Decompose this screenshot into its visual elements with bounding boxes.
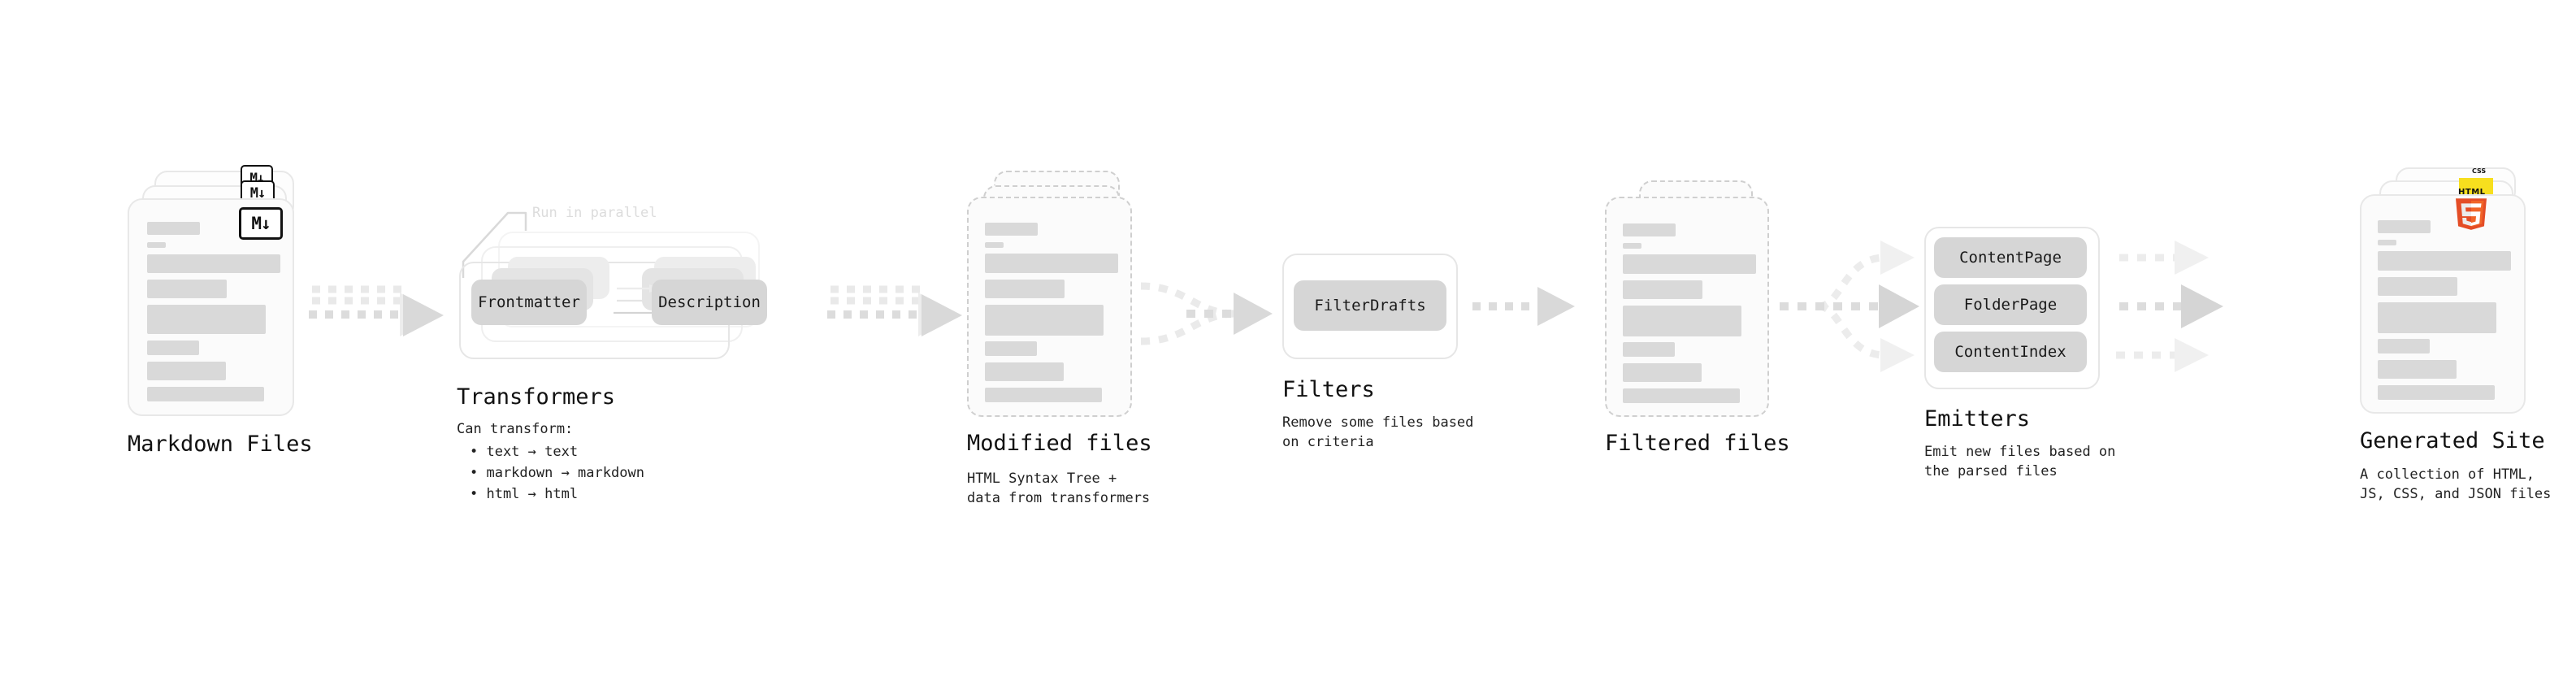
emitter-chip-contentindex[interactable]: ContentIndex: [1934, 332, 2087, 372]
transformers-bullet-1: • markdown → markdown: [470, 465, 644, 481]
markdown-icon: M↓: [239, 207, 283, 240]
transformers-bullet-2: • html → html: [470, 486, 579, 502]
placeholder-subtitle: [1623, 243, 1641, 249]
placeholder-row: [1623, 342, 1675, 357]
markdown-icon-letter-back-1: M: [249, 185, 258, 202]
connector-emitters-to-site: [2116, 221, 2279, 375]
placeholder-title: [985, 223, 1038, 236]
emitter-chip-contentpage-label: ContentPage: [1959, 249, 2062, 267]
connector-md-to-transformers: [307, 276, 462, 341]
markdown-icon-arrow-back-1: ↓: [258, 185, 266, 202]
placeholder-row: [1623, 254, 1756, 274]
run-in-parallel-label: Run in parallel: [532, 205, 657, 221]
placeholder-row: [147, 362, 226, 380]
modified-files-description: HTML Syntax Tree + data from transformer…: [967, 471, 1151, 506]
emitter-chip-folderpage[interactable]: FolderPage: [1934, 284, 2087, 325]
placeholder-subtitle: [985, 242, 1004, 248]
emitter-chip-contentindex-label: ContentIndex: [1954, 343, 2066, 361]
markdown-icon-letter-back-2: M: [249, 169, 258, 185]
filters-description: Remove some files based on criteria: [1282, 414, 1474, 450]
placeholder-row: [2378, 277, 2457, 296]
placeholder-row: [985, 341, 1037, 356]
placeholder-row: [2378, 360, 2457, 379]
transformer-chip-frontmatter[interactable]: Frontmatter: [471, 280, 587, 325]
emitter-chip-contentpage[interactable]: ContentPage: [1934, 237, 2087, 278]
connector-filters-to-filtered: [1471, 282, 1601, 331]
emitters-title: Emitters: [1924, 406, 2031, 432]
generated-site-title: Generated Site: [2360, 428, 2545, 453]
transformers-bullet-0: • text → text: [470, 444, 579, 460]
placeholder-row: [985, 305, 1104, 336]
placeholder-title: [1623, 223, 1676, 236]
placeholder-title: [147, 222, 200, 235]
placeholder-row: [147, 254, 280, 273]
placeholder-row: [1623, 280, 1702, 299]
transformer-chip-description[interactable]: Description: [652, 280, 767, 325]
connector-filtered-to-emitters: [1780, 221, 1942, 375]
placeholder-row: [2378, 251, 2511, 271]
placeholder-row: [985, 254, 1118, 273]
placeholder-row: [985, 362, 1064, 381]
transformers-description: Can transform:: [457, 421, 574, 437]
emitters-group: [1924, 227, 2100, 389]
connector-transformers-to-modified: [826, 276, 980, 341]
placeholder-title: [2378, 220, 2431, 233]
transformer-chip-description-label: Description: [658, 293, 761, 311]
placeholder-row: [1623, 388, 1740, 403]
filters-title: Filters: [1282, 377, 1375, 402]
filters-group: [1282, 254, 1458, 359]
placeholder-row: [1623, 363, 1702, 382]
placeholder-row: [147, 280, 227, 298]
markdown-icon-letter: M: [251, 214, 262, 233]
site-file-card-front: [2360, 194, 2526, 414]
placeholder-row: [147, 305, 266, 334]
filtered-files-title: Filtered files: [1605, 431, 1790, 456]
markdown-icon-arrow-back-2: ↓: [257, 169, 265, 185]
placeholder-row: [2378, 302, 2496, 333]
emitter-chip-folderpage-label: FolderPage: [1963, 296, 2058, 314]
markdown-icon-arrow: ↓: [261, 214, 271, 233]
filtered-file-card-front: [1605, 197, 1769, 417]
css-icon-label: CSS: [2472, 167, 2487, 175]
modified-file-card-front: [967, 197, 1132, 417]
filter-chip-filterdrafts-label: FilterDrafts: [1314, 297, 1426, 314]
html5-icon: [2456, 198, 2487, 236]
generated-site-description: A collection of HTML, JS, CSS, and JSON …: [2360, 466, 2552, 502]
emitters-description: Emit new files based on the parsed files: [1924, 444, 2116, 479]
placeholder-row: [147, 387, 264, 401]
transformer-chip-frontmatter-label: Frontmatter: [478, 293, 580, 311]
placeholder-subtitle: [2378, 240, 2396, 245]
transformers-title: Transformers: [457, 384, 616, 410]
markdown-files-title: Markdown Files: [128, 432, 313, 457]
placeholder-subtitle: [147, 242, 166, 248]
html5-icon-label: HTML: [2458, 188, 2486, 197]
placeholder-row: [147, 340, 199, 355]
markdown-file-card-front: [128, 198, 294, 416]
placeholder-row: [1623, 306, 1741, 336]
connector-modified-to-filters: [1138, 268, 1292, 358]
modified-files-title: Modified files: [967, 431, 1152, 456]
placeholder-row: [2378, 339, 2430, 354]
filter-chip-filterdrafts[interactable]: FilterDrafts: [1294, 280, 1446, 331]
placeholder-row: [2378, 385, 2495, 400]
placeholder-row: [985, 280, 1065, 298]
placeholder-row: [985, 388, 1102, 402]
